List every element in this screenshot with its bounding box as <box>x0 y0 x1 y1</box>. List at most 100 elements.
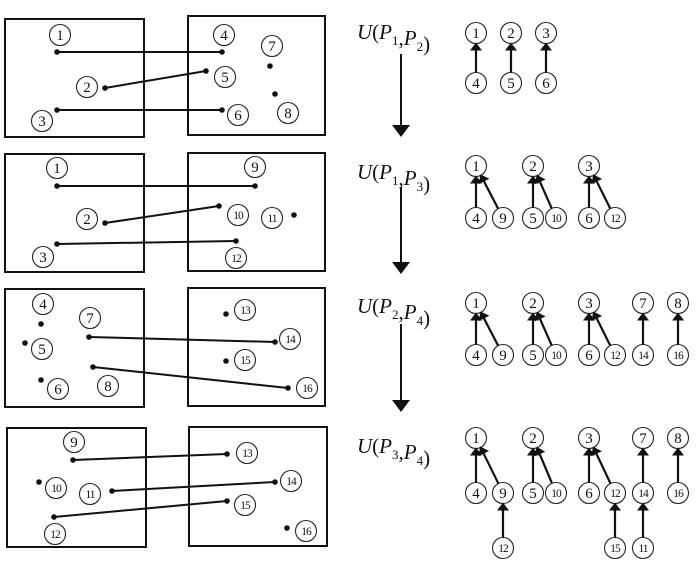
element-label-12: 12 <box>224 246 248 270</box>
tree-child-5: 5 <box>521 206 545 230</box>
node-label: 3 <box>39 250 47 266</box>
node-circle <box>96 374 120 398</box>
node-label: 8 <box>674 431 682 447</box>
node-label: 11 <box>267 213 277 225</box>
node-label: 4 <box>220 28 228 44</box>
node-circle <box>276 101 300 125</box>
tree-grandchild-15: 15 <box>603 536 627 560</box>
element-dot-15 <box>223 358 229 364</box>
tree-edge-9-to-1 <box>478 174 500 210</box>
element-dot-13 <box>223 311 229 317</box>
node-label: 5 <box>507 76 515 92</box>
node-label: 3 <box>585 431 593 447</box>
node-circle <box>260 34 284 58</box>
tree-root-2: 2 <box>521 426 545 450</box>
union-operation-label: U(P1,P3) <box>357 160 430 196</box>
node-label: 9 <box>70 435 78 451</box>
tree-root-8: 8 <box>666 291 690 315</box>
node-label: 15 <box>240 500 251 512</box>
node-label: 16 <box>673 488 684 500</box>
node-label: 5 <box>529 486 537 502</box>
node-circle <box>78 306 102 330</box>
element-dot-4 <box>38 321 44 327</box>
node-label: 9 <box>499 211 507 227</box>
node-circle <box>243 155 267 179</box>
partition-box-left <box>6 427 147 548</box>
node-label: 7 <box>639 431 647 447</box>
element-label-4: 4 <box>212 23 236 47</box>
node-circle <box>31 292 55 316</box>
link-7-14 <box>88 336 276 343</box>
node-circle <box>30 337 54 361</box>
node-label: 2 <box>507 26 515 42</box>
element-label-7: 7 <box>78 306 102 330</box>
tree-child-5: 5 <box>521 343 545 367</box>
node-circle <box>260 206 284 230</box>
tree-child-12: 12 <box>603 343 627 367</box>
tree-root-2: 2 <box>521 291 545 315</box>
partition-box-left <box>4 153 145 273</box>
tree-child-4: 4 <box>464 206 488 230</box>
element-label-10: 10 <box>44 476 68 500</box>
element-dot-5 <box>22 340 28 346</box>
tree-root-3: 3 <box>577 426 601 450</box>
node-label: 1 <box>472 431 480 447</box>
tree-child-5: 5 <box>499 71 523 95</box>
tree-child-14: 14 <box>631 343 655 367</box>
node-circle <box>30 109 54 133</box>
tree-child-9: 9 <box>491 343 515 367</box>
node-label: 1 <box>53 161 61 177</box>
node-circle <box>43 522 67 546</box>
tree-child-12: 12 <box>603 206 627 230</box>
node-label: 1 <box>472 26 480 42</box>
node-label: 3 <box>542 26 550 42</box>
element-label-11: 11 <box>260 206 284 230</box>
node-label: 2 <box>529 296 537 312</box>
element-label-5: 5 <box>213 65 237 89</box>
node-label: 4 <box>472 76 480 92</box>
node-label: 12 <box>231 253 242 265</box>
tree-child-4: 4 <box>464 343 488 367</box>
node-circle <box>224 246 248 270</box>
node-label: 2 <box>83 80 91 96</box>
element-label-10: 10 <box>226 203 250 227</box>
tree-grandchild-12: 12 <box>491 536 515 560</box>
node-circle <box>603 343 627 367</box>
element-dot-6 <box>38 377 44 383</box>
element-label-6: 6 <box>46 377 70 401</box>
element-dot-10 <box>36 479 42 485</box>
node-label: 15 <box>240 355 251 367</box>
node-label: 7 <box>86 311 94 327</box>
node-label: 3 <box>585 159 593 175</box>
node-circle <box>78 482 102 506</box>
tree-child-4: 4 <box>464 71 488 95</box>
element-label-7: 7 <box>260 34 284 58</box>
node-label: 10 <box>233 210 244 222</box>
tree-child-6: 6 <box>577 343 601 367</box>
tree-edge-10-to-2 <box>534 446 553 484</box>
node-label: 5 <box>38 342 46 358</box>
element-label-6: 6 <box>226 103 250 127</box>
union-operation-label: U(P2,P4) <box>357 294 430 330</box>
partition-box-left <box>4 18 145 138</box>
tree-root-1: 1 <box>464 426 488 450</box>
link-2-10 <box>104 205 220 224</box>
node-label: 6 <box>54 382 62 398</box>
tree-edge-12-to-3 <box>591 174 612 210</box>
node-label: 9 <box>499 348 507 364</box>
element-label-16: 16 <box>294 519 318 543</box>
node-circle <box>44 476 68 500</box>
tree-child-10: 10 <box>544 343 568 367</box>
element-label-2: 2 <box>75 207 99 231</box>
partition-box-right <box>187 152 326 272</box>
element-label-5: 5 <box>30 337 54 361</box>
node-circle <box>603 206 627 230</box>
node-circle <box>279 469 303 493</box>
tree-root-3: 3 <box>577 154 601 178</box>
element-label-15: 15 <box>233 493 257 517</box>
node-label: 11 <box>638 543 648 555</box>
node-label: 8 <box>674 296 682 312</box>
element-label-8: 8 <box>276 101 300 125</box>
tree-child-5: 5 <box>521 481 545 505</box>
node-circle <box>75 75 99 99</box>
